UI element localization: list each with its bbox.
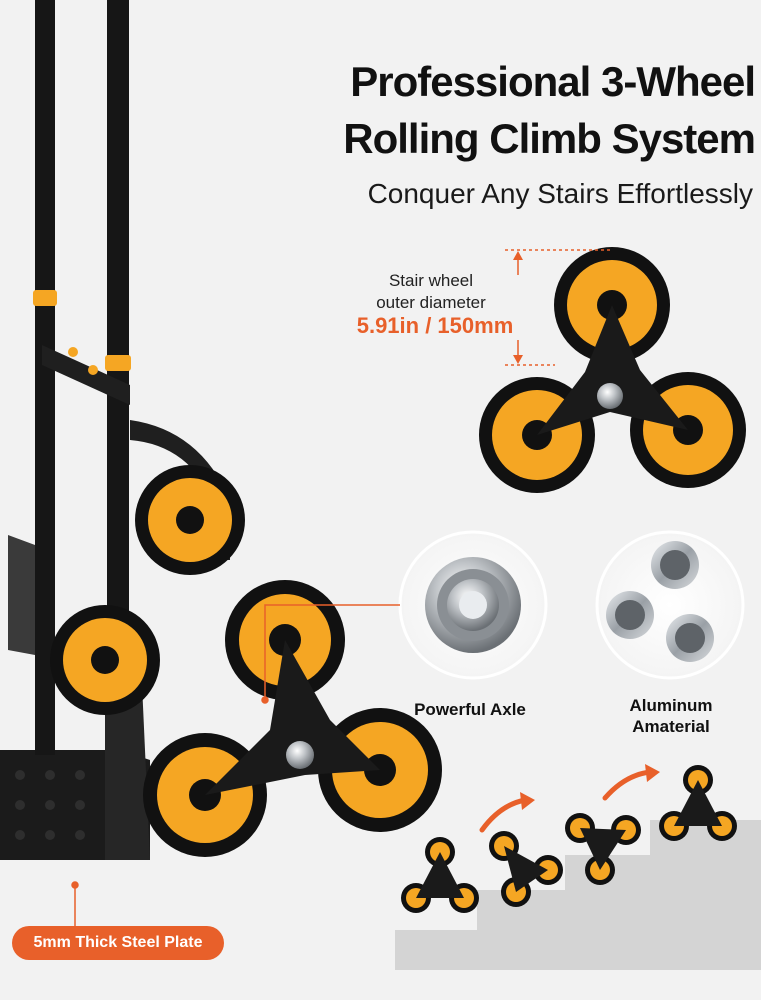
side-bracket bbox=[8, 535, 35, 655]
dimension-label: Stair wheel outer diameter bbox=[356, 270, 506, 314]
headline-line-1: Professional 3-Wheel bbox=[350, 58, 756, 105]
main-tri-wheel bbox=[143, 580, 442, 857]
crossbar bbox=[42, 345, 130, 405]
climb-sequence bbox=[401, 765, 737, 913]
dimension-value: 5.91in / 150mm bbox=[356, 313, 514, 338]
aluminum-pipes-closeup bbox=[595, 530, 745, 680]
plate-badge: 5mm Thick Steel Plate bbox=[12, 926, 224, 960]
hub-cap bbox=[286, 741, 314, 769]
stairs-diagram bbox=[395, 820, 761, 970]
dimension-label-line1: Stair wheel bbox=[388, 271, 474, 290]
headline-line-2: Rolling Climb System bbox=[343, 115, 756, 162]
material-label: Aluminum Amaterial bbox=[604, 695, 738, 737]
dimension-arrow bbox=[505, 249, 612, 366]
subtitle: Conquer Any Stairs Effortlessly bbox=[367, 178, 753, 209]
hand-truck bbox=[0, 0, 230, 860]
plate-callout bbox=[71, 881, 79, 926]
material-label-line1: Aluminum bbox=[629, 696, 713, 715]
detail-tri-wheel bbox=[479, 247, 746, 493]
handle-left bbox=[35, 0, 55, 755]
collar-right bbox=[105, 355, 131, 371]
climb-arrows bbox=[479, 769, 653, 833]
rear-wheels bbox=[50, 465, 245, 715]
bearing-closeup bbox=[398, 530, 548, 680]
plate-holes bbox=[15, 770, 85, 840]
material-label-line2: Amaterial bbox=[632, 717, 710, 736]
axle-label: Powerful Axle bbox=[414, 700, 526, 719]
callout-line bbox=[261, 604, 400, 704]
collar-left bbox=[33, 290, 57, 306]
dimension-label-line2: outer diameter bbox=[376, 293, 486, 312]
